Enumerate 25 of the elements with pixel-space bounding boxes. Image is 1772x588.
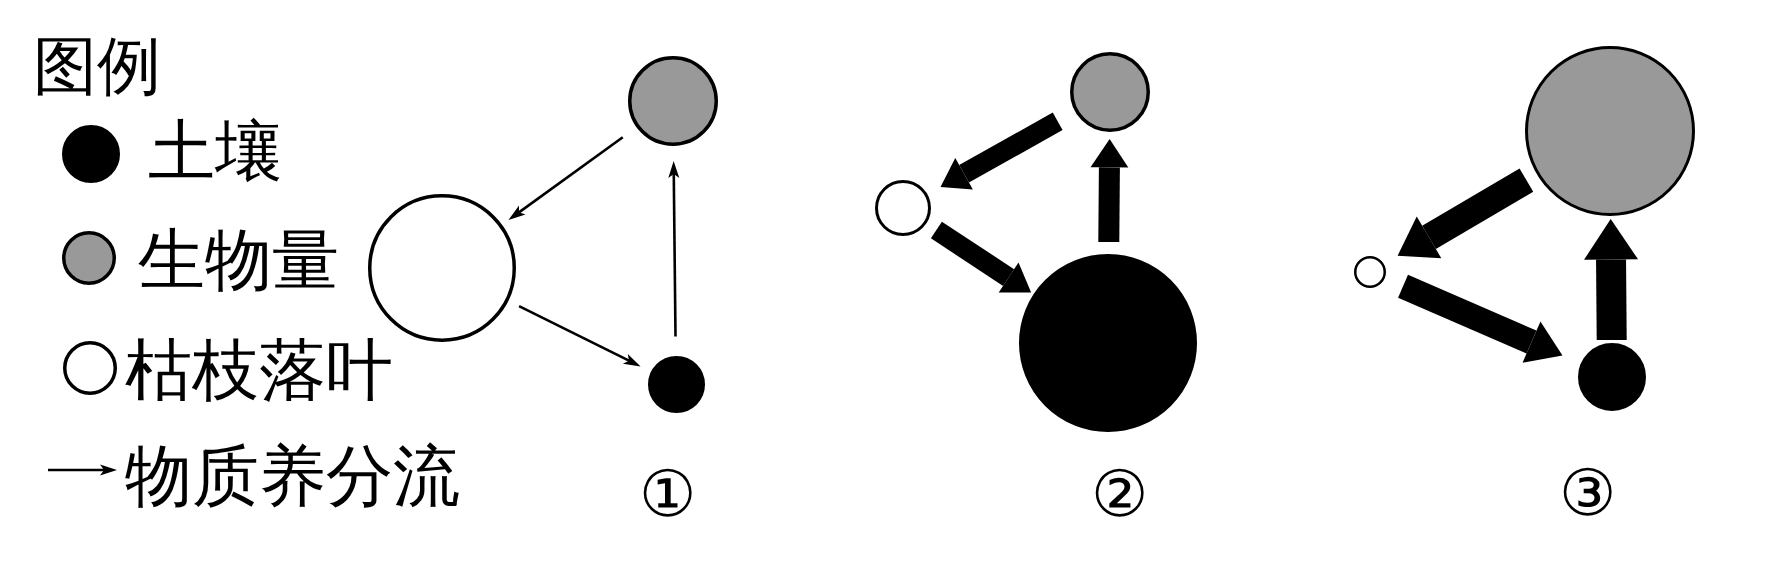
block-arrow	[930, 221, 1032, 293]
panel-number: ②	[1090, 463, 1148, 527]
litter-circle	[875, 180, 931, 236]
soil-circle	[1578, 343, 1646, 411]
block-arrow	[1090, 139, 1129, 243]
soil-circle	[1019, 254, 1197, 432]
legend-label: 土壤	[148, 118, 282, 185]
block-arrow	[940, 112, 1063, 190]
biomass-circle	[1070, 52, 1150, 132]
legend-label: 枯枝落叶	[125, 337, 393, 404]
panel-number: ③	[1558, 462, 1616, 526]
arrow	[518, 305, 641, 367]
arrow	[508, 136, 624, 220]
biomass-circle	[1525, 46, 1695, 216]
soil-circle	[647, 355, 705, 413]
legend-label: 物质养分流	[125, 443, 460, 510]
litter-circle	[1354, 256, 1386, 288]
arrow	[668, 161, 680, 337]
panel-number: ①	[638, 463, 696, 527]
block-arrow	[1397, 168, 1534, 259]
block-arrow	[1584, 219, 1639, 341]
legend-title: 图例	[33, 35, 161, 99]
biomass-circle	[628, 56, 718, 146]
block-arrow	[1398, 274, 1563, 363]
legend-label: 生物量	[138, 227, 339, 294]
